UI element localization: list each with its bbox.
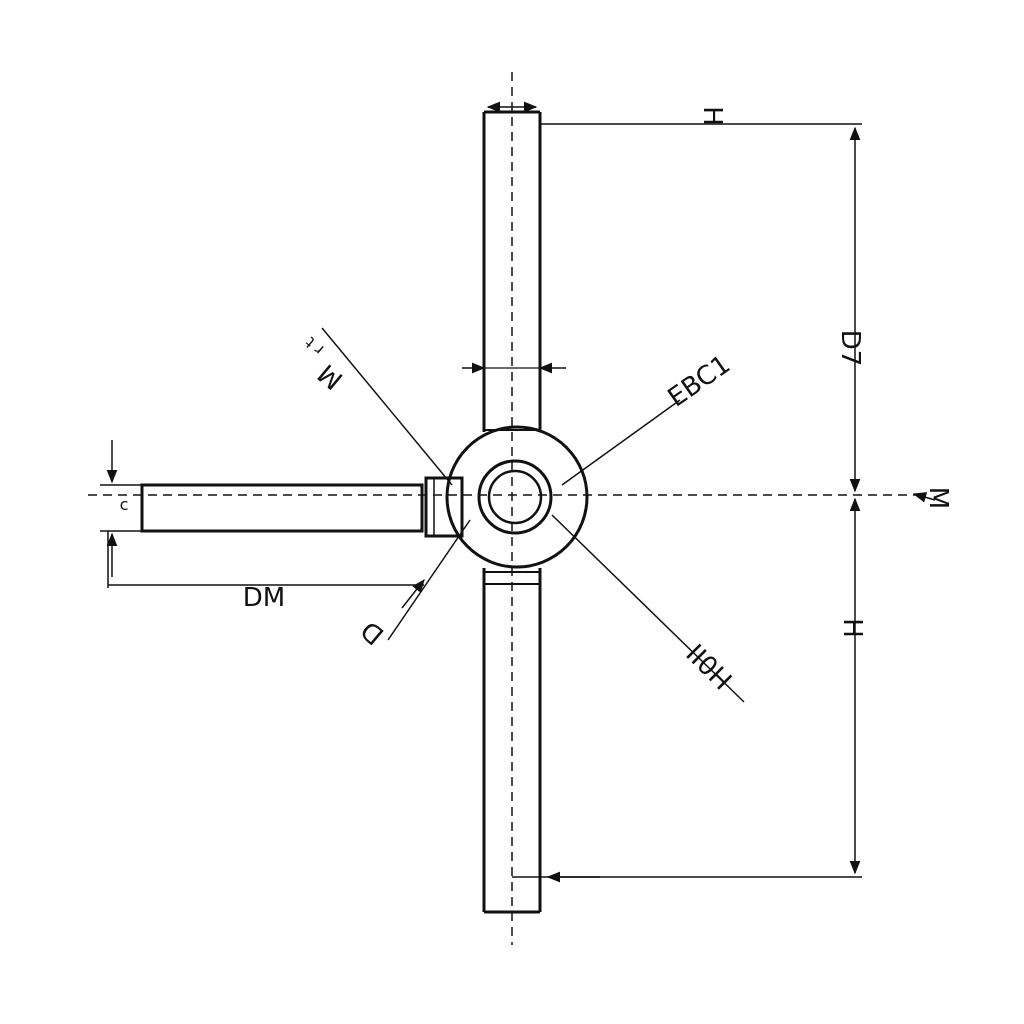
left-length-label: DM bbox=[243, 583, 285, 613]
right-axis-arrow bbox=[912, 492, 936, 503]
arm-coupling bbox=[424, 476, 464, 538]
upper-left-small-label: r t bbox=[301, 333, 327, 359]
right-axis-label: M bbox=[923, 487, 953, 509]
top-width-label: H bbox=[697, 106, 727, 126]
lower-right-leader bbox=[551, 514, 745, 703]
hub-ring-circle bbox=[477, 459, 553, 535]
lower-height-label: H bbox=[837, 618, 867, 638]
hub-outer-circle bbox=[445, 425, 589, 569]
arm-body bbox=[140, 483, 424, 533]
lower-left-diag-label: D bbox=[356, 614, 391, 650]
hub-bore-circle bbox=[487, 469, 543, 525]
upper-left-diag-label: M bbox=[313, 357, 349, 394]
upper-left-leader bbox=[321, 327, 453, 486]
lower-left-leader bbox=[387, 519, 471, 641]
center-lines bbox=[88, 72, 925, 945]
dimension-lines bbox=[100, 101, 936, 883]
vertical-pipe bbox=[482, 110, 542, 914]
upper-right-leader bbox=[561, 399, 681, 486]
upper-height-label: D7 bbox=[835, 330, 865, 367]
labels: H D7 H M M r t EBC1 H0II D DM c bbox=[120, 106, 953, 694]
left-height-label: c bbox=[120, 495, 129, 514]
horizontal-arm bbox=[140, 476, 464, 538]
upper-right-diag-label: EBC1 bbox=[663, 350, 736, 414]
central-hub bbox=[445, 425, 589, 569]
lower-right-diag-label: H0II bbox=[682, 637, 740, 695]
